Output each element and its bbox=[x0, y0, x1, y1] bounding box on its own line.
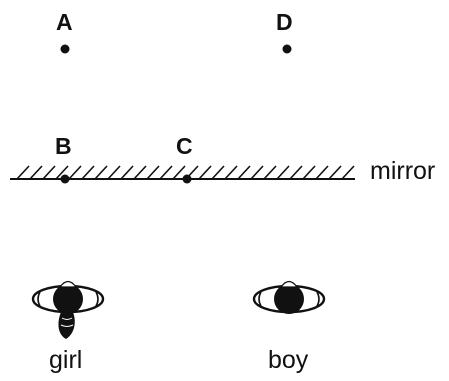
mirror-hatch-mark bbox=[55, 165, 69, 180]
point-c bbox=[182, 174, 192, 184]
point-b bbox=[60, 174, 70, 184]
girl-figure-icon bbox=[31, 280, 105, 339]
point-a-label: A bbox=[56, 9, 73, 35]
point-d bbox=[282, 44, 292, 54]
boy-figure-icon bbox=[252, 280, 326, 314]
mirror-label: mirror bbox=[370, 157, 435, 185]
mirror-hatch-mark bbox=[120, 165, 134, 180]
mirror-hatch-mark bbox=[146, 165, 160, 180]
mirror-hatch-mark bbox=[250, 165, 264, 180]
mirror-hatch-mark bbox=[68, 165, 82, 180]
mirror-hatch-mark bbox=[315, 165, 329, 180]
mirror-hatch-mark bbox=[224, 165, 238, 180]
mirror-hatch-mark bbox=[133, 165, 147, 180]
mirror-hatch-mark bbox=[81, 165, 95, 180]
point-d-label: D bbox=[276, 9, 293, 35]
mirror-hatch-mark bbox=[29, 165, 43, 180]
mirror-hatch-mark bbox=[289, 165, 303, 180]
mirror-hatch-mark bbox=[16, 165, 30, 180]
mirror-hatch-mark bbox=[198, 165, 212, 180]
mirror-hatching bbox=[16, 165, 355, 180]
boy-label: boy bbox=[268, 346, 309, 374]
mirror-hatch-mark bbox=[328, 165, 342, 180]
mirror-hatch-mark bbox=[42, 165, 56, 180]
mirror-hatch-mark bbox=[263, 165, 277, 180]
mirror bbox=[10, 165, 355, 180]
mirror-hatch-mark bbox=[172, 165, 186, 180]
mirror-hatch-mark bbox=[237, 165, 251, 180]
point-a bbox=[60, 44, 70, 54]
point-b-label: B bbox=[55, 133, 72, 159]
mirror-hatch-mark bbox=[159, 165, 173, 180]
mirror-hatch-mark bbox=[341, 165, 355, 180]
point-c-label: C bbox=[176, 133, 193, 159]
mirror-hatch-mark bbox=[211, 165, 225, 180]
mirror-hatch-mark bbox=[276, 165, 290, 180]
mirror-hatch-mark bbox=[94, 165, 108, 180]
mirror-hatch-mark bbox=[302, 165, 316, 180]
mirror-hatch-mark bbox=[107, 165, 121, 180]
girl-label: girl bbox=[49, 346, 82, 374]
